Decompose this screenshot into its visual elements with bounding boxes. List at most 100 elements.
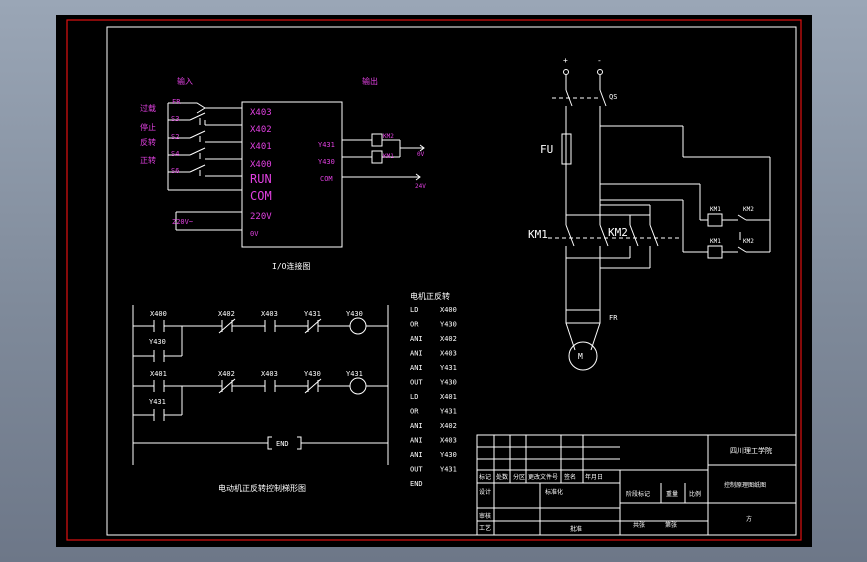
program-op: ANI <box>410 364 423 372</box>
program-operand: X403 <box>440 437 457 445</box>
program-operand: Y431 <box>440 364 457 372</box>
io-left-label-1: 停止 <box>140 122 156 132</box>
program-op: ANI <box>410 350 423 358</box>
minus-label: - <box>597 56 602 65</box>
tb-drawing-name: 控制原理图纸图 <box>724 481 766 489</box>
program-op: ANI <box>410 335 423 343</box>
model-space <box>56 15 812 547</box>
program-operand: Y430 <box>440 379 457 387</box>
supply-label: 220V~ <box>172 218 193 226</box>
plc-input-0: X403 <box>250 108 272 118</box>
program-operand: X400 <box>440 306 457 314</box>
tb-sheet-1: 第张 <box>665 521 677 529</box>
r1-contact-1: X402 <box>218 310 235 318</box>
io-left-label-0: 过载 <box>140 103 156 113</box>
motor-symbol <box>568 341 598 371</box>
r2-contact-3: Y430 <box>304 370 321 378</box>
r2-contact-1: X402 <box>218 370 235 378</box>
r1-coil: Y430 <box>346 310 363 318</box>
fr-label: FR <box>609 314 618 322</box>
fu-label: FU <box>540 143 553 156</box>
program-operand: X401 <box>440 393 457 401</box>
plc-input-2: X401 <box>250 142 272 152</box>
program-op: LD <box>410 393 418 401</box>
program-operand: X403 <box>440 350 457 358</box>
aux-label-3: KM2 <box>743 238 754 245</box>
tb-r3-0: 审核 <box>479 512 491 520</box>
program-operand: Y431 <box>440 466 457 474</box>
program-operand: Y430 <box>440 321 457 329</box>
end-label: END <box>276 440 289 448</box>
plc-input-4: RUN <box>250 172 272 186</box>
switch-label-3: S4 <box>171 150 179 158</box>
km1-label: KM1 <box>528 228 548 241</box>
tb-mid-1: 重量 <box>666 490 678 498</box>
outer-border <box>66 19 802 541</box>
program-op: OR <box>410 321 419 329</box>
r2-contact-0: X401 <box>150 370 167 378</box>
plc-output-2: COM <box>320 175 333 183</box>
aux-label-1: KM2 <box>743 206 754 213</box>
tb-r1-2: 分区 <box>513 473 525 481</box>
program-op: OR <box>410 408 419 416</box>
plc-input-7: 0V <box>250 230 259 238</box>
program-op: OUT <box>410 379 423 387</box>
program-op: END <box>410 480 423 488</box>
tb-r1-1: 处数 <box>496 473 508 481</box>
inner-border <box>106 26 797 536</box>
tb-r4-0: 工艺 <box>479 524 491 532</box>
output-rail-1: 24V <box>415 183 426 190</box>
program-op: OUT <box>410 466 423 474</box>
plc-input-1: X402 <box>250 125 272 135</box>
output-coil-0: KM2 <box>383 133 394 140</box>
program-title: 电机正反转 <box>410 291 450 301</box>
io-left-label-3: 正转 <box>140 155 156 165</box>
io-caption: I/O连接图 <box>272 261 310 271</box>
plus-label: + <box>563 56 568 65</box>
tb-r1-0: 标记 <box>479 473 491 481</box>
tb-mid-2: 比例 <box>689 490 701 498</box>
program-operand: X402 <box>440 335 457 343</box>
tb-r1-4: 签名 <box>564 473 576 481</box>
plc-output-0: Y431 <box>318 141 335 149</box>
io-header-input: 输入 <box>177 76 193 86</box>
tb-r1-5: 年月日 <box>585 473 603 481</box>
program-operand: X402 <box>440 422 457 430</box>
switch-label-1: S3 <box>171 115 179 123</box>
program-op: ANI <box>410 437 423 445</box>
io-header-output: 输出 <box>362 76 378 86</box>
plc-input-5: COM <box>250 189 272 203</box>
program-operand: Y430 <box>440 451 457 459</box>
r2-coil: Y431 <box>346 370 363 378</box>
km2-label: KM2 <box>608 226 628 239</box>
plc-input-6: 220V <box>250 212 272 222</box>
qs-label: QS <box>609 93 617 101</box>
tb-mid-0: 阶段标记 <box>626 490 650 498</box>
r1-contact-2: X403 <box>261 310 278 318</box>
program-op: ANI <box>410 422 423 430</box>
r1-hold: Y430 <box>149 338 166 346</box>
plc-box <box>241 101 343 248</box>
aux-label-0: KM1 <box>710 206 721 213</box>
io-left-label-2: 反转 <box>140 137 156 147</box>
program-op: LD <box>410 306 418 314</box>
tb-unit: 方 <box>746 515 752 523</box>
tb-sheet-0: 共张 <box>633 521 645 529</box>
program-operand: Y431 <box>440 408 457 416</box>
tb-r2-0: 设计 <box>479 488 491 496</box>
output-rail-0: 0V <box>417 151 425 158</box>
tb-r4-1: 批准 <box>570 525 582 533</box>
switch-label-0: FR <box>172 98 181 106</box>
switch-label-4: S6 <box>171 167 179 175</box>
r2-contact-2: X403 <box>261 370 278 378</box>
output-coil-1: KM1 <box>383 153 394 160</box>
plc-input-3: X400 <box>250 160 272 170</box>
switch-label-2: S2 <box>171 133 179 141</box>
fuse <box>561 133 572 165</box>
aux-label-2: KM1 <box>710 238 721 245</box>
r1-contact-0: X400 <box>150 310 167 318</box>
tb-r2-1: 标准化 <box>545 488 563 496</box>
ladder-caption: 电动机正反转控制梯形图 <box>218 483 306 493</box>
